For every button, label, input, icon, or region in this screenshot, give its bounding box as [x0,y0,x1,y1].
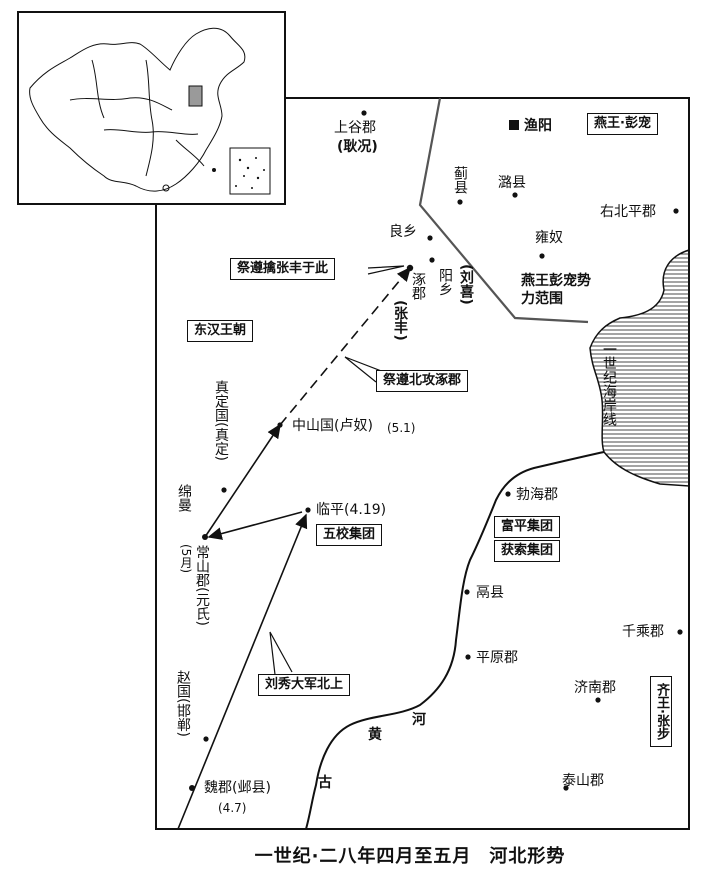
label-yongnu: 雍奴 [535,230,563,246]
callout-attack-pointer [344,356,385,383]
route-changshan-zhongshan [204,423,281,538]
label-pingyuan: 平原郡 [476,650,518,666]
route-zhongshan-zhuojun-dashed [279,266,412,426]
yuyang-capital-marker [509,120,519,130]
inset-highlight [188,85,203,107]
box-wuxiao: 五校集团 [316,524,383,546]
label-zhongshan-date: (5.1) [387,421,416,435]
callout-capture-pointer [367,265,405,275]
label-shanggu: 上谷郡 [334,120,376,136]
label-zhangfeng: (张丰) [392,300,408,341]
ancient-coastline [305,451,605,830]
label-weijun: 魏郡(邺县) [204,780,271,796]
sea-hatched [589,248,690,487]
box-yanwang: 燕王·彭宠 [587,113,658,135]
label-youbeiping: 右北平郡 [600,204,656,220]
yan-boundary [418,97,589,324]
caption-region: 河北形势 [489,846,566,867]
label-weijun-date: (4.7) [218,801,247,815]
box-donghan: 东汉王朝 [187,320,254,342]
label-river-2: 黄 [368,727,382,743]
label-yan-scope: 燕王彭宠势力范围 [521,273,591,307]
label-yangxiang: 阳乡 [437,268,453,296]
label-liangxiang: 良乡 [389,224,417,240]
box-huosuo: 获索集团 [494,540,561,562]
place-dots [189,110,683,791]
label-river-3: 河 [412,712,426,728]
label-liuxi: (刘喜) [458,264,474,305]
box-liuxiu: 刘秀大军北上 [258,674,351,696]
label-zhuojun: 涿郡 [410,272,426,300]
inset-frame [17,11,286,205]
label-jixian: 蓟县 [452,166,468,194]
label-gexian: 鬲县 [476,585,504,601]
callout-march-pointer [269,631,293,684]
label-changshan-date: (5月) [179,544,193,573]
label-luxian: 潞县 [498,175,526,191]
label-qiancheng: 千乘郡 [622,624,664,640]
label-zhongshan: 中山国(卢奴) [292,418,373,434]
label-changshan: 常山郡(元氏) [194,545,210,626]
route-north-march [177,513,308,830]
label-river-1: 古 [318,775,332,791]
label-linping: 临平(4.19) [316,502,387,518]
box-fuping: 富平集团 [494,516,561,538]
label-mianman: 绵曼 [176,484,192,512]
box-qiwang: 齐王·张步 [650,676,672,747]
label-shanggu-ruler: (耿况) [337,139,378,155]
inset-china-map [29,27,271,195]
box-jizun-capture: 祭遵擒张丰于此 [230,258,336,280]
label-coastline: 一世纪海岸线 [601,342,617,426]
box-jizun-attack: 祭遵北攻涿郡 [376,370,469,392]
label-taishan: 泰山郡 [562,773,604,789]
label-yuyang: 渔阳 [524,118,552,134]
caption-period: 一世纪·二八年四月至五月 [254,846,472,867]
label-jinan: 济南郡 [574,680,616,696]
label-bohai: 勃海郡 [516,487,558,503]
label-zhending: 真定国(真定) [213,380,229,461]
label-zhaoguo: 赵国(邯郸) [175,670,191,737]
map-caption: 一世纪·二八年四月至五月河北形势 [200,842,620,868]
route-linping-changshan [207,511,303,540]
inset-islands [212,157,265,189]
